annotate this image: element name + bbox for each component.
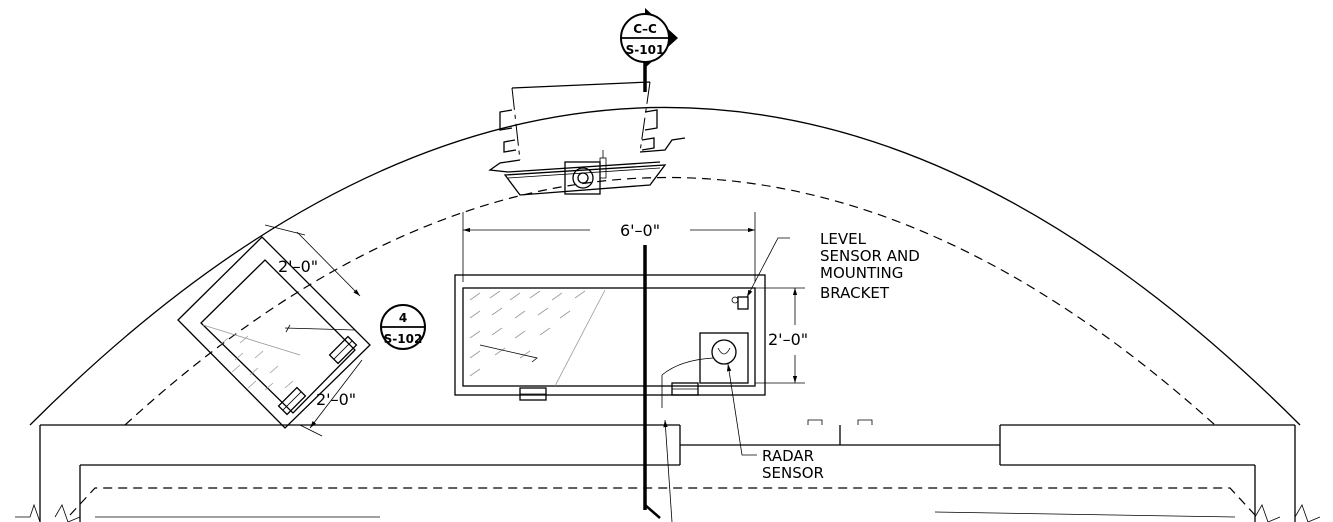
dome-outer-arc <box>29 107 1301 426</box>
level-sensor-line-2: SENSOR AND <box>820 247 920 265</box>
dimension-hatch-width: 6'–0" <box>462 212 756 282</box>
section-marker-bottom: S-101 <box>626 43 665 57</box>
level-sensor-line-1: LEVEL <box>820 230 867 248</box>
dimension-hatch-height-label: 2'–0" <box>768 330 808 349</box>
rotated-hatch-frame <box>177 236 371 429</box>
level-sensor-callout: LEVEL SENSOR AND MOUNTING BRACKET <box>746 230 920 302</box>
detail-marker: 4 S-102 <box>380 304 426 350</box>
main-hatch-frame <box>454 274 766 408</box>
section-marker-top: C–C <box>633 22 657 36</box>
dome-inner-dashed-arc <box>124 177 1216 426</box>
detail-marker-top: 4 <box>399 311 407 325</box>
dimension-diagonal-bottom: 2'–0" <box>299 359 363 437</box>
base-slab <box>15 419 1321 522</box>
level-sensor-line-4: BRACKET <box>820 284 890 302</box>
radar-sensor-line-1: RADAR <box>762 447 814 465</box>
dimension-diagonal-top: 2'–0" <box>264 224 361 297</box>
detail-marker-bottom: S-102 <box>384 332 423 346</box>
radar-sensor-line-2: SENSOR <box>762 464 824 482</box>
dimension-diagonal-bottom-label: 2'–0" <box>316 390 356 409</box>
leader-bottom <box>663 419 673 522</box>
level-sensor-line-3: MOUNTING <box>820 264 903 282</box>
top-hatch-assembly <box>488 81 686 196</box>
dimension-hatch-width-label: 6'–0" <box>620 221 660 240</box>
section-marker: C–C S-101 <box>620 8 678 68</box>
dimension-diagonal-top-label: 2'–0" <box>278 257 318 276</box>
radar-sensor-callout: RADAR SENSOR <box>726 363 824 482</box>
dimension-hatch-height: 2'–0" <box>755 287 808 384</box>
